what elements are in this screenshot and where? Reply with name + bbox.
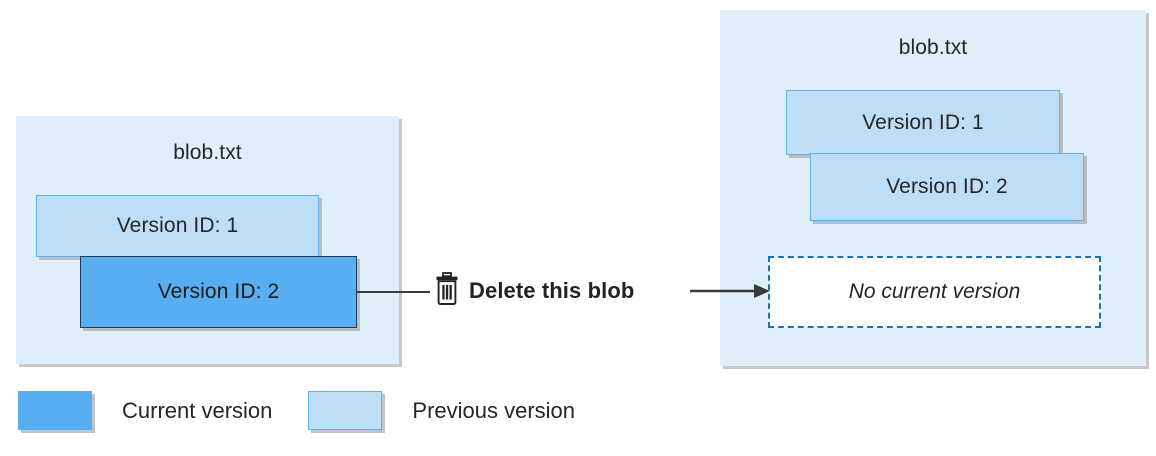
version-card-after-2: Version ID: 2 (810, 153, 1084, 221)
blob-name-before: blob.txt (173, 141, 242, 164)
version-card-label: Version ID: 1 (116, 214, 239, 237)
legend: Current version Previous version (18, 391, 575, 430)
no-current-version-box: No current version (768, 256, 1101, 328)
version-card-before-1: Version ID: 1 (36, 195, 319, 257)
trash-icon (434, 272, 460, 310)
version-card-label: Version ID: 1 (862, 110, 984, 134)
flow-arrow (690, 281, 772, 306)
version-card-label: Version ID: 2 (886, 175, 1008, 198)
legend-swatch-previous (308, 391, 383, 430)
delete-action-label: Delete this blob (469, 278, 635, 303)
version-card-after-1: Version ID: 1 (786, 90, 1060, 155)
legend-label-current: Current version (122, 397, 273, 423)
version-card-label: Version ID: 2 (157, 280, 280, 303)
blob-name-after: blob.txt (898, 36, 968, 59)
version-card-before-2-current: Version ID: 2 (80, 256, 357, 328)
connector-line-left (357, 291, 430, 293)
legend-label-previous: Previous version (412, 397, 576, 423)
legend-item-previous: Previous version (308, 391, 575, 430)
no-current-version-label: No current version (848, 280, 1021, 303)
delete-action: Delete this blob (434, 272, 634, 310)
legend-swatch-current (18, 391, 92, 430)
legend-item-current: Current version (18, 391, 272, 430)
